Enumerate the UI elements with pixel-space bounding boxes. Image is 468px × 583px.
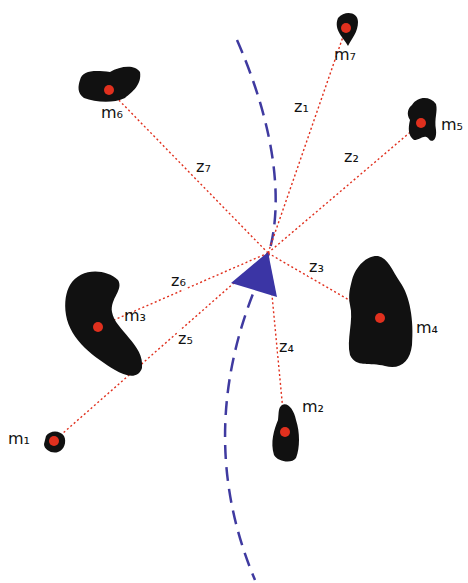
- landmark-shape: [268, 400, 302, 466]
- landmark: m₇: [332, 8, 362, 50]
- landmark-blob: [349, 256, 413, 367]
- landmark-shape: [332, 8, 362, 50]
- landmark: m₄: [344, 252, 416, 372]
- landmark: m₃: [62, 264, 148, 382]
- landmark-blob: [272, 404, 299, 461]
- range-label: z₄: [278, 338, 295, 356]
- robot-pose: [231, 252, 277, 297]
- trajectory: [225, 40, 276, 580]
- landmark-point: [280, 427, 290, 437]
- landmark-label: m₁: [8, 430, 30, 448]
- landmark: m₂: [268, 400, 302, 466]
- range-label: z₃: [308, 258, 325, 276]
- landmark: m₆: [76, 62, 144, 106]
- landmark: m₁: [42, 428, 68, 456]
- landmark-point: [104, 85, 114, 95]
- range-label: z₁: [293, 98, 310, 116]
- range-ray: [98, 253, 268, 327]
- landmark-point: [416, 118, 426, 128]
- landmark-blob: [408, 98, 437, 141]
- landmark-label: m₇: [334, 46, 356, 64]
- landmark-point: [49, 436, 59, 446]
- landmark-label: m₄: [416, 319, 438, 337]
- landmark-shape: [404, 94, 440, 146]
- range-label: z₂: [343, 148, 360, 166]
- range-label: z₅: [177, 330, 194, 348]
- landmark-point: [93, 322, 103, 332]
- landmark-point: [375, 313, 385, 323]
- landmark-shape: [344, 252, 416, 372]
- landmark-blob: [44, 432, 65, 453]
- landmark-shape: [42, 428, 68, 456]
- landmark-label: m₅: [441, 116, 463, 134]
- range-label: z₇: [195, 158, 212, 176]
- range-label: z₆: [170, 272, 187, 290]
- range-ray: [109, 90, 268, 253]
- range-rays: [54, 28, 421, 441]
- landmark-label: m₃: [124, 307, 146, 325]
- landmark-blob: [79, 67, 141, 102]
- range-ray: [268, 123, 421, 253]
- landmark-point: [341, 23, 351, 33]
- landmark-shape: [76, 62, 144, 106]
- landmark-label: m₆: [101, 104, 123, 122]
- landmark-label: m₂: [302, 398, 324, 416]
- landmark-blob: [337, 13, 358, 46]
- landmark: m₅: [404, 94, 440, 146]
